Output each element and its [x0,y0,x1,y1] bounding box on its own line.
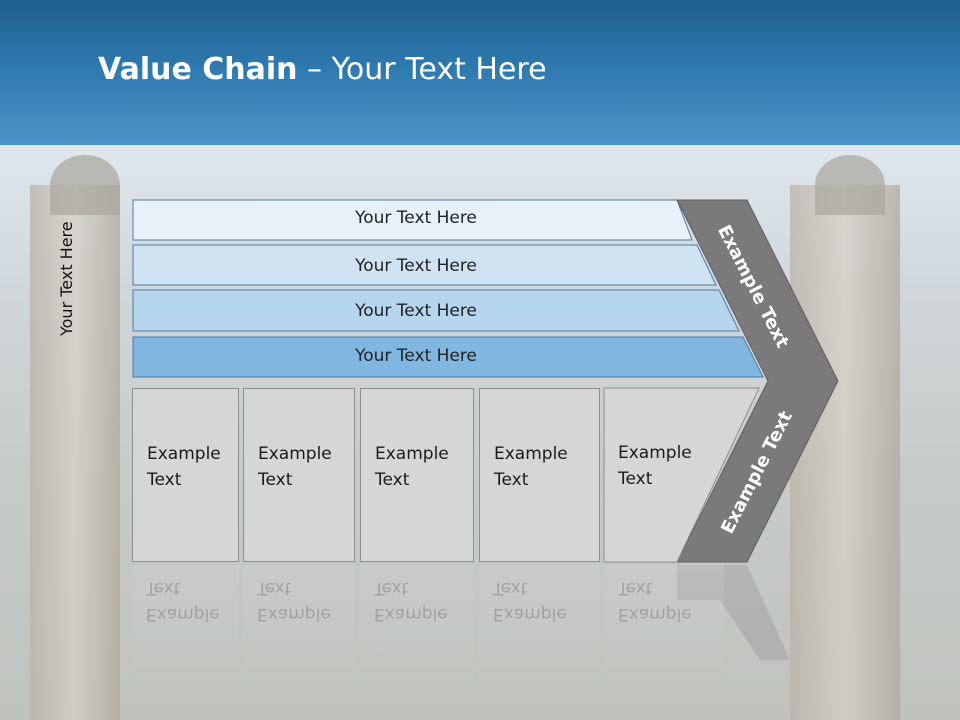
band-label-1: Your Text Here [355,208,477,228]
box-1-line-1: Example [147,444,221,464]
reflection-5-text: Example Text [618,575,692,627]
reflection-5: Example Text [604,565,724,685]
reflection-2-line-1: Example [257,604,331,624]
right-dome [815,155,885,215]
side-label: Your Text Here [57,221,76,336]
box-2-line-1: Example [258,444,332,464]
reflection-4-text: Example Text [493,575,567,627]
band-shape-4 [132,336,764,378]
box-3-line-2: Text [375,470,410,490]
reflection-4-line-1: Example [493,604,567,624]
band-label-4: Your Text Here [355,346,477,366]
band-label-2: Your Text Here [355,256,477,276]
reflection-1: Example Text [132,565,239,685]
box-4-line-1: Example [494,444,568,464]
reflection-5-line-2: Text [618,578,653,598]
reflection-4-line-2: Text [493,578,528,598]
band-shape-3 [132,289,740,332]
left-tower [30,185,120,720]
last-box-shape [603,387,760,563]
reflection-2-line-2: Text [257,578,292,598]
title-rest: – Your Text Here [297,52,547,87]
reflection-5-line-1: Example [618,604,692,624]
box-5-line-2: Text [618,469,653,489]
left-dome [50,155,120,215]
band-shape-1 [132,199,693,241]
box-3-line-1: Example [375,444,449,464]
reflection-1-text: Example Text [146,575,220,627]
chevron-reflection [677,565,790,660]
reflection-2: Example Text [243,565,355,685]
band-shape-2 [132,244,717,286]
reflection-3-line-1: Example [374,604,448,624]
slide-title: Value Chain – Your Text Here [98,52,547,87]
chevron-arrow [676,199,839,563]
box-2-line-2: Text [258,470,293,490]
reflection-3-text: Example Text [374,575,448,627]
reflection-2-text: Example Text [257,575,331,627]
reflection-3-line-2: Text [374,578,409,598]
reflection-4: Example Text [479,565,600,685]
title-bold: Value Chain [98,52,298,87]
right-tower [790,185,900,720]
title-bar: Value Chain – Your Text Here [0,0,960,145]
box-4-line-2: Text [494,470,529,490]
reflection-1-line-1: Example [146,604,220,624]
box-5-line-1: Example [618,443,692,463]
reflection-1-line-2: Text [146,578,181,598]
box-1-line-2: Text [147,470,182,490]
band-label-3: Your Text Here [355,301,477,321]
reflection-3: Example Text [360,565,474,685]
